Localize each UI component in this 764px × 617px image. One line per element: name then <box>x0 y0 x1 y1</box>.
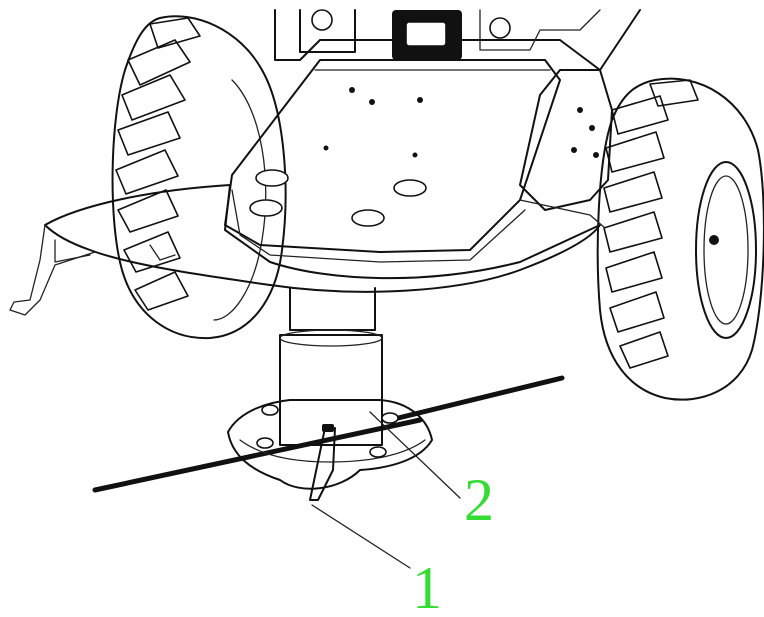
column-shaft <box>279 287 383 446</box>
callout-leader-1 <box>311 504 411 569</box>
left-wheel <box>111 15 287 340</box>
right-wheel <box>596 77 764 401</box>
trimmer-head <box>227 399 433 501</box>
callout-label-1: 1 <box>412 555 442 617</box>
cutter-deck <box>9 184 606 316</box>
chassis-body <box>274 9 641 211</box>
callout-leader-2 <box>369 411 461 499</box>
top-plate <box>224 59 561 263</box>
cutting-line <box>92 375 565 493</box>
callout-label-2: 2 <box>464 467 494 533</box>
